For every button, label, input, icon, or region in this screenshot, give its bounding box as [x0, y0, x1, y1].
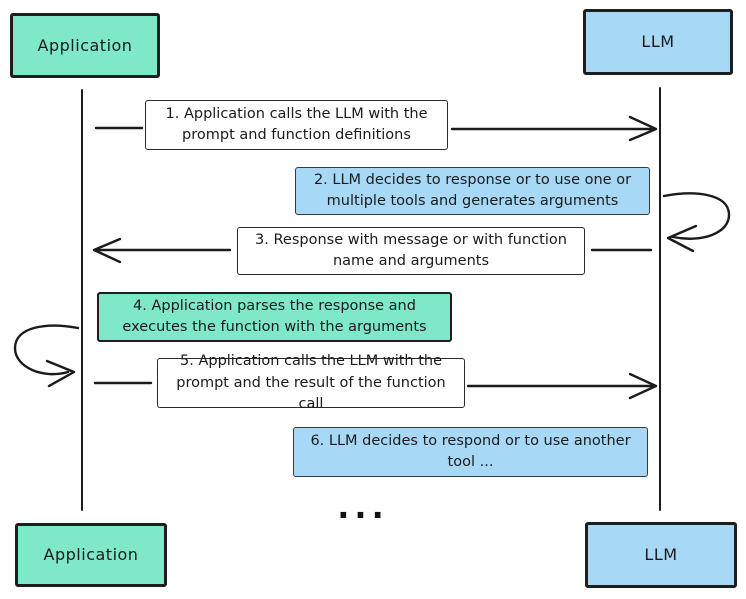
application-self-loop-arrow [13, 324, 80, 376]
actor-label-application-bottom: Application [43, 545, 139, 565]
continuation-ellipsis: ... [337, 488, 389, 526]
message-box-3: 3. Response with message or with functio… [237, 227, 585, 275]
llm-self-loop-arrow [662, 192, 731, 240]
actor-box-llm-top: LLM [583, 9, 733, 75]
arrow-1-right-arrowhead-icon [628, 115, 658, 142]
llm-self-loop-arrowhead-icon [666, 224, 698, 253]
message-1-text: 1. Application calls the LLM with the pr… [165, 105, 428, 143]
message-4-text: 4. Application parses the response and e… [122, 297, 427, 335]
arrow-5-right-arrowhead-icon [628, 372, 658, 400]
actor-label-llm-top: LLM [641, 32, 675, 52]
actor-box-application-bottom: Application [15, 523, 167, 587]
message-6-text: 6. LLM decides to respond or to use anot… [310, 432, 631, 470]
message-box-5: 5. Application calls the LLM with the pr… [157, 353, 465, 412]
actor-box-application-top: Application [10, 13, 160, 78]
message-2-text: 2. LLM decides to response or to use one… [313, 171, 632, 209]
message-box-6: 6. LLM decides to respond or to use anot… [293, 427, 648, 477]
actor-box-llm-bottom: LLM [585, 522, 737, 588]
actor-label-llm-bottom: LLM [644, 545, 678, 565]
application-self-loop-arrowhead-icon [45, 359, 76, 388]
message-box-1: 1. Application calls the LLM with the pr… [145, 100, 448, 150]
message-box-2: 2. LLM decides to response or to use one… [295, 167, 650, 215]
actor-label-application-top: Application [37, 35, 133, 55]
arrow-3-left-arrowhead-icon [92, 237, 122, 264]
message-5-text: 5. Application calls the LLM with the pr… [176, 353, 446, 412]
message-3-text: 3. Response with message or with functio… [255, 231, 567, 269]
message-box-4: 4. Application parses the response and e… [97, 292, 452, 342]
